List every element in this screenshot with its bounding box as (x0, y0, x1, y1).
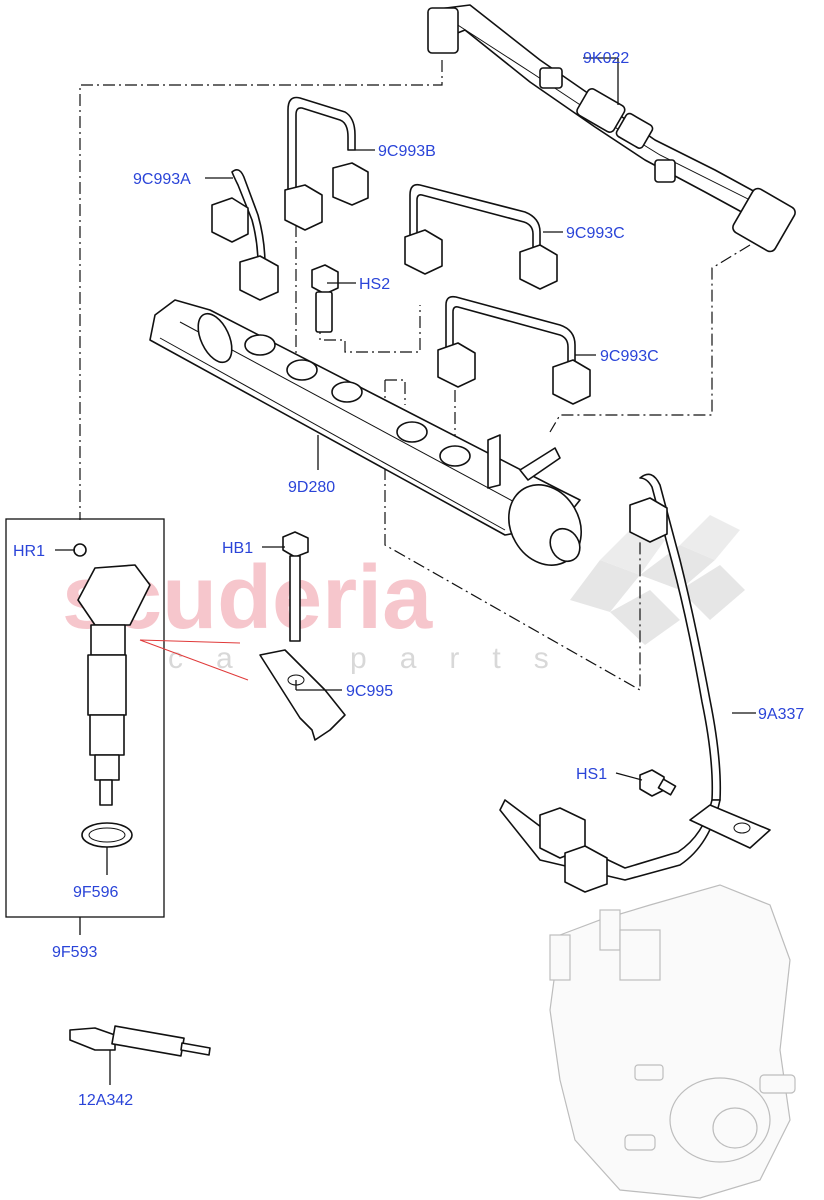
return-line-harness (427, 4, 796, 253)
fuel-pump (549, 884, 796, 1199)
label-12a342: 12A342 (78, 1092, 133, 1109)
label-hs1: HS1 (576, 766, 607, 783)
label-9c993c-lower: 9C993C (600, 348, 659, 365)
watermark-subtitle: car parts (168, 642, 582, 675)
injector-kit-frame (5, 518, 165, 918)
label-9f593: 9F593 (52, 944, 97, 961)
leader-lines (55, 57, 756, 1085)
return-line-route-2 (549, 244, 751, 433)
return-line-route-1 (79, 60, 443, 520)
label-9c993c-upper: 9C993C (566, 225, 625, 242)
label-9k022: 9K022 (583, 50, 629, 67)
bolt-hs1 (639, 769, 677, 797)
label-9d280: 9D280 (288, 479, 335, 496)
label-9c993a: 9C993A (133, 171, 191, 188)
injector (73, 543, 151, 848)
rail-ports (244, 334, 561, 489)
glow-plug (69, 1025, 211, 1057)
injector-pipe-a (211, 169, 279, 301)
bolt-hs2 (311, 264, 339, 333)
bolt-hb1 (282, 531, 309, 642)
watermark: scuderia car parts (62, 515, 745, 675)
label-hb1: HB1 (222, 540, 253, 557)
injector-pipe-b (284, 96, 369, 231)
pipe-bracket (689, 804, 771, 849)
injector-pipe-c-upper (404, 183, 558, 290)
injector-pipe-c-lower (437, 295, 591, 405)
checkered-flag-icon (570, 515, 745, 645)
fuel-rail (149, 299, 582, 566)
pressure-sensor-icon (508, 484, 582, 566)
part-labels: 9K022 9C993B 9C993A 9C993C HS2 9C993C 9D… (13, 50, 804, 1109)
label-9c993b: 9C993B (378, 143, 436, 160)
high-pressure-pipe (499, 473, 771, 893)
label-hr1: HR1 (13, 543, 45, 560)
bolt-route (319, 300, 421, 353)
label-9a337: 9A337 (758, 706, 804, 723)
label-hs2: HS2 (359, 276, 390, 293)
label-9f596: 9F596 (73, 884, 118, 901)
label-9c995: 9C995 (346, 683, 393, 700)
